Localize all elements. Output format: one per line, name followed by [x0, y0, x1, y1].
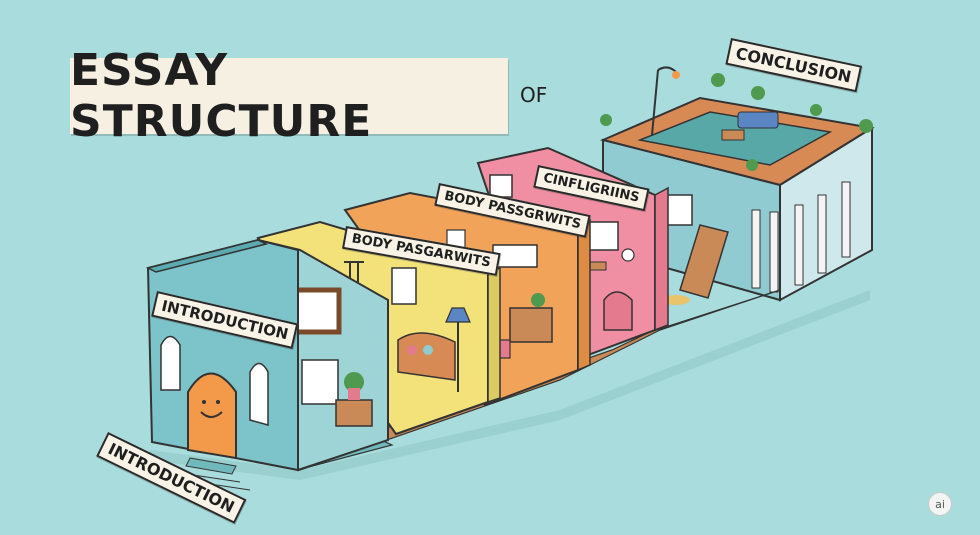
- roof-lamp-pole: [651, 69, 659, 136]
- intro-doormat: [185, 457, 237, 475]
- conclusion-column: [769, 211, 779, 293]
- conclusion-rug: [662, 295, 690, 305]
- conflict-clock: [621, 248, 635, 262]
- intro-wall-top: [145, 239, 269, 273]
- body1-end-wall: [487, 266, 501, 404]
- conflict-armchair: [603, 291, 633, 331]
- door-eye: [202, 400, 206, 404]
- intro-window-left: [160, 335, 181, 391]
- body2-plant: [531, 293, 545, 307]
- page-title: ESSAY STRUCTURE: [70, 45, 373, 147]
- intro-bed: [301, 359, 339, 405]
- introduction-front-wall: [145, 238, 299, 491]
- roof-plant: [600, 114, 612, 126]
- conclusion-column: [841, 181, 851, 258]
- door-smile: [200, 411, 223, 418]
- intro-nightstand: [335, 399, 373, 427]
- intro-plant: [344, 372, 364, 392]
- roof-sofa: [737, 111, 779, 129]
- roof-plant: [711, 73, 725, 87]
- roof-lamp-bulb: [672, 71, 680, 79]
- body1-cushion: [407, 345, 417, 355]
- door-eye: [216, 400, 220, 404]
- body2-dresser: [509, 307, 553, 343]
- body1-lamp-shade: [445, 307, 471, 323]
- body2-end-wall: [577, 218, 591, 372]
- ground-shadow: [150, 290, 870, 480]
- conclusion-column: [794, 204, 804, 286]
- conclusion-staircase: [679, 224, 729, 299]
- body1-cushion: [423, 345, 433, 355]
- title-suffix: OF: [520, 83, 548, 107]
- conflict-end-wall: [654, 186, 669, 332]
- roof-plant: [746, 159, 758, 171]
- ai-badge[interactable]: ai: [928, 492, 952, 516]
- roof-plant: [810, 104, 822, 116]
- roof-lamp-head: [657, 66, 677, 73]
- intro-door: [187, 372, 237, 460]
- body1-sofa: [397, 332, 456, 381]
- conclusion-column: [817, 194, 827, 274]
- title-banner: ESSAY STRUCTURE: [70, 45, 508, 147]
- roof-table: [721, 129, 745, 141]
- intro-plant-pot: [348, 388, 360, 400]
- body1-window: [391, 267, 417, 305]
- intro-window-right: [249, 362, 269, 426]
- conclusion-column: [751, 209, 761, 289]
- roof-plant: [859, 119, 873, 133]
- roof-plant: [751, 86, 765, 100]
